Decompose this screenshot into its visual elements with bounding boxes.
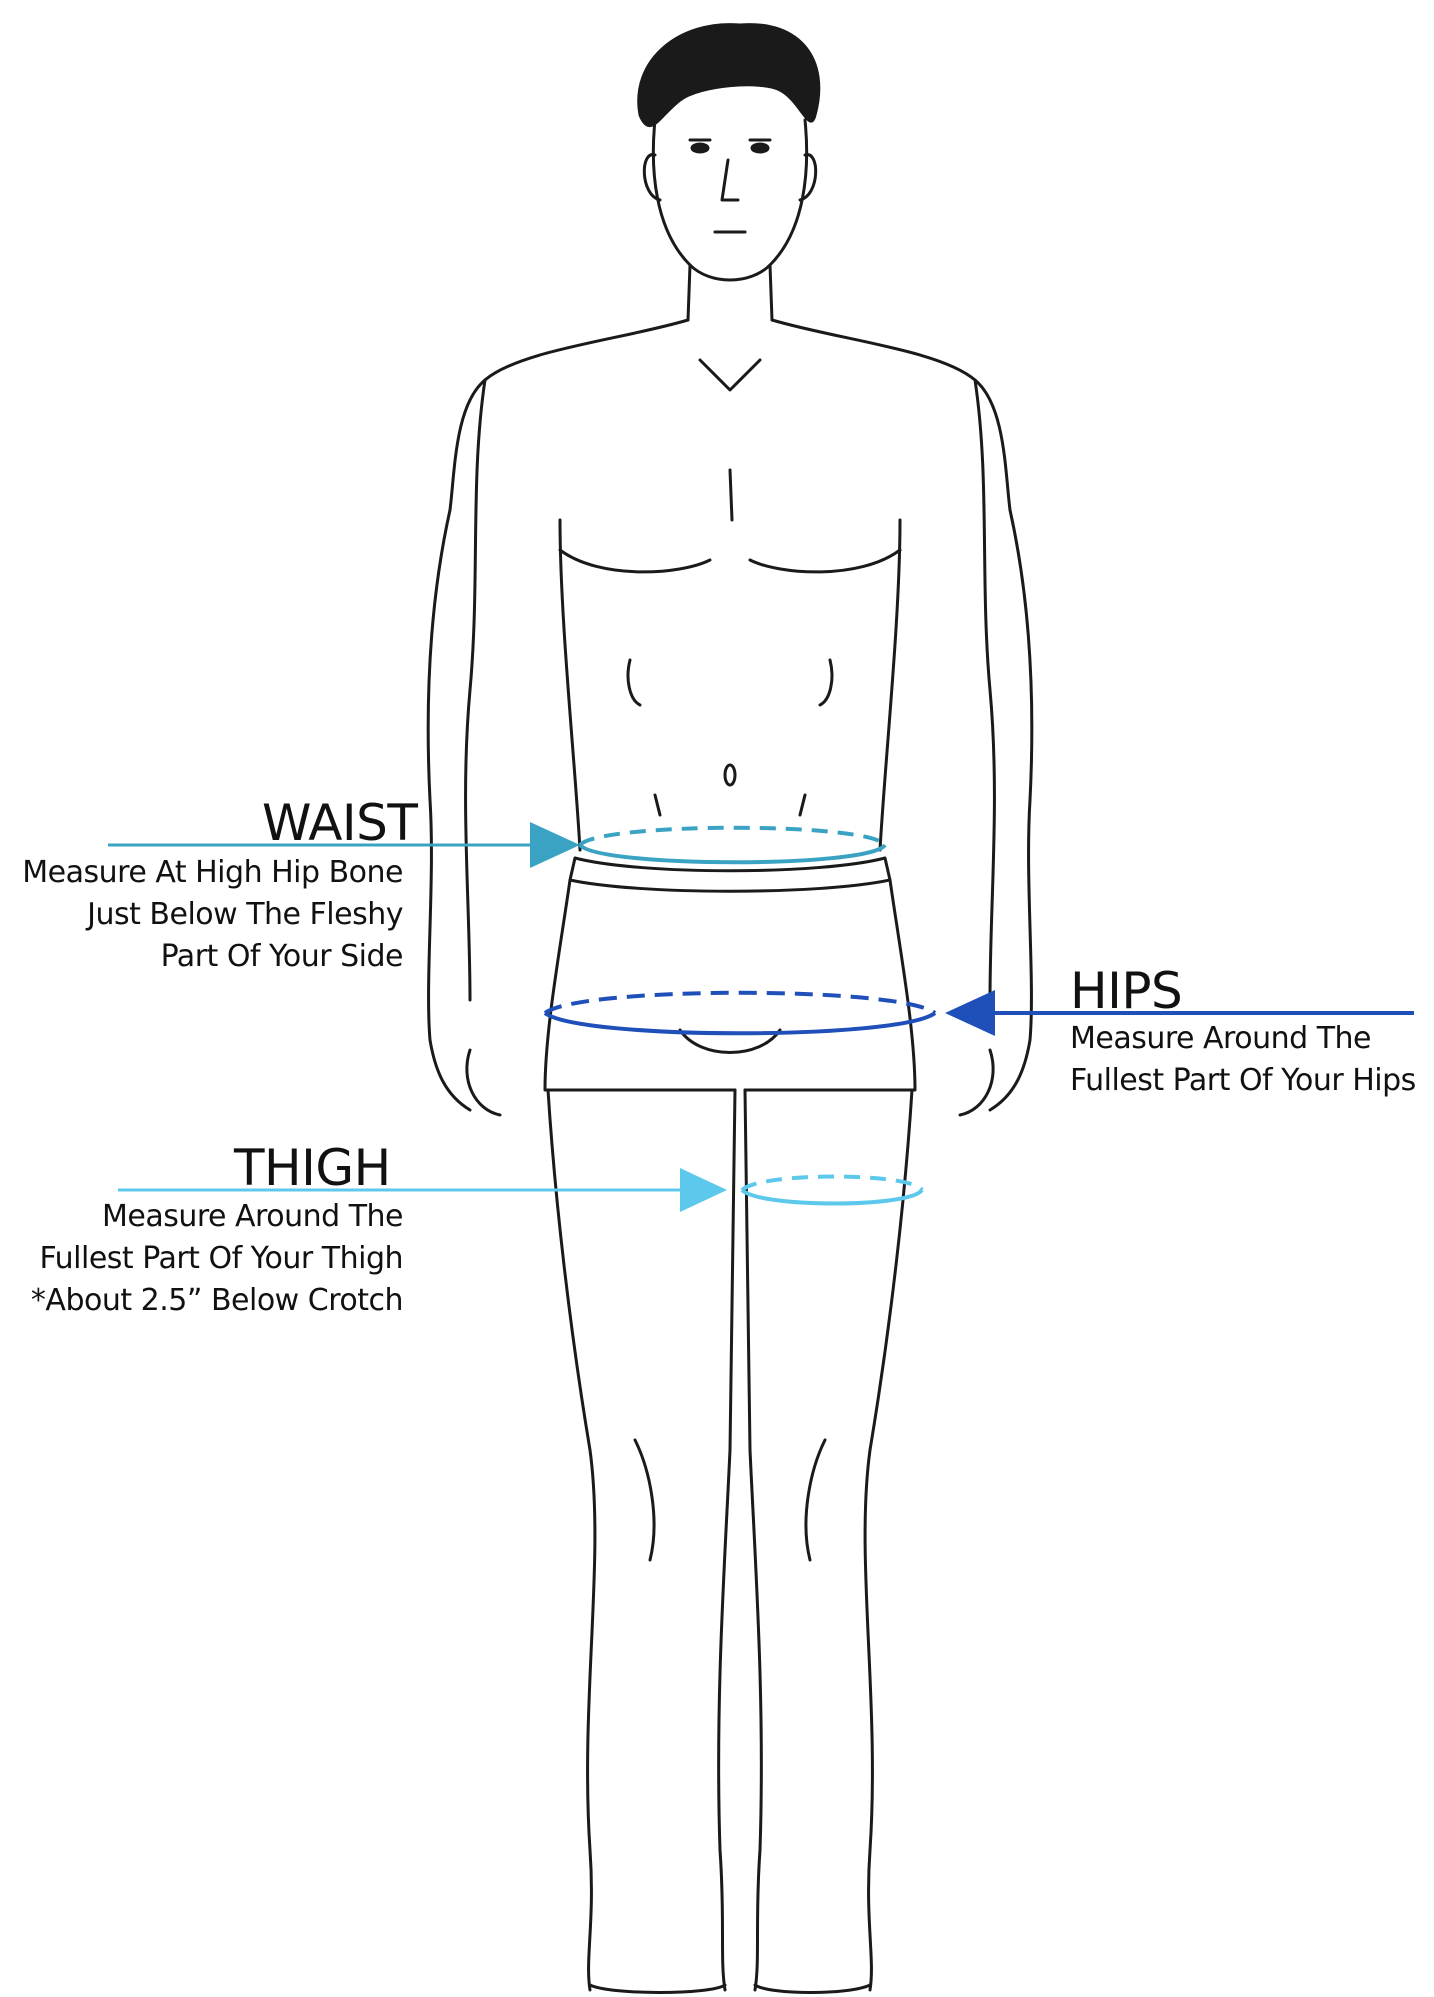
- waist-loop-front: [580, 845, 885, 862]
- thigh-description: Measure Around The Fullest Part Of Your …: [0, 1196, 403, 1322]
- waist-description-line: Part Of Your Side: [0, 936, 403, 978]
- waist-description-line: Measure At High Hip Bone: [0, 852, 403, 894]
- thigh-loop-back: [742, 1177, 922, 1191]
- waist-arrow-head: [530, 822, 580, 868]
- waist-loop-back: [580, 828, 885, 845]
- human-body-outline: [428, 25, 1032, 1993]
- hips-arrow-head: [945, 990, 995, 1036]
- hips-description-line: Measure Around The: [1070, 1018, 1416, 1060]
- thigh-title: THIGH: [234, 1143, 391, 1193]
- waist-title: WAIST: [262, 798, 417, 848]
- hips-loop-front: [545, 1013, 935, 1033]
- thigh-arrow-head: [680, 1168, 727, 1212]
- hips-title: HIPS: [1070, 966, 1182, 1016]
- hips-description-line: Fullest Part Of Your Hips: [1070, 1060, 1416, 1102]
- waist-description: Measure At High Hip Bone Just Below The …: [0, 852, 403, 978]
- thigh-description-line: *About 2.5” Below Crotch: [0, 1280, 403, 1322]
- hips-loop-back: [545, 993, 935, 1013]
- hips-description: Measure Around The Fullest Part Of Your …: [1070, 1018, 1416, 1102]
- waist-description-line: Just Below The Fleshy: [0, 894, 403, 936]
- thigh-loop-front: [742, 1190, 922, 1204]
- thigh-description-line: Fullest Part Of Your Thigh: [0, 1238, 403, 1280]
- thigh-description-line: Measure Around The: [0, 1196, 403, 1238]
